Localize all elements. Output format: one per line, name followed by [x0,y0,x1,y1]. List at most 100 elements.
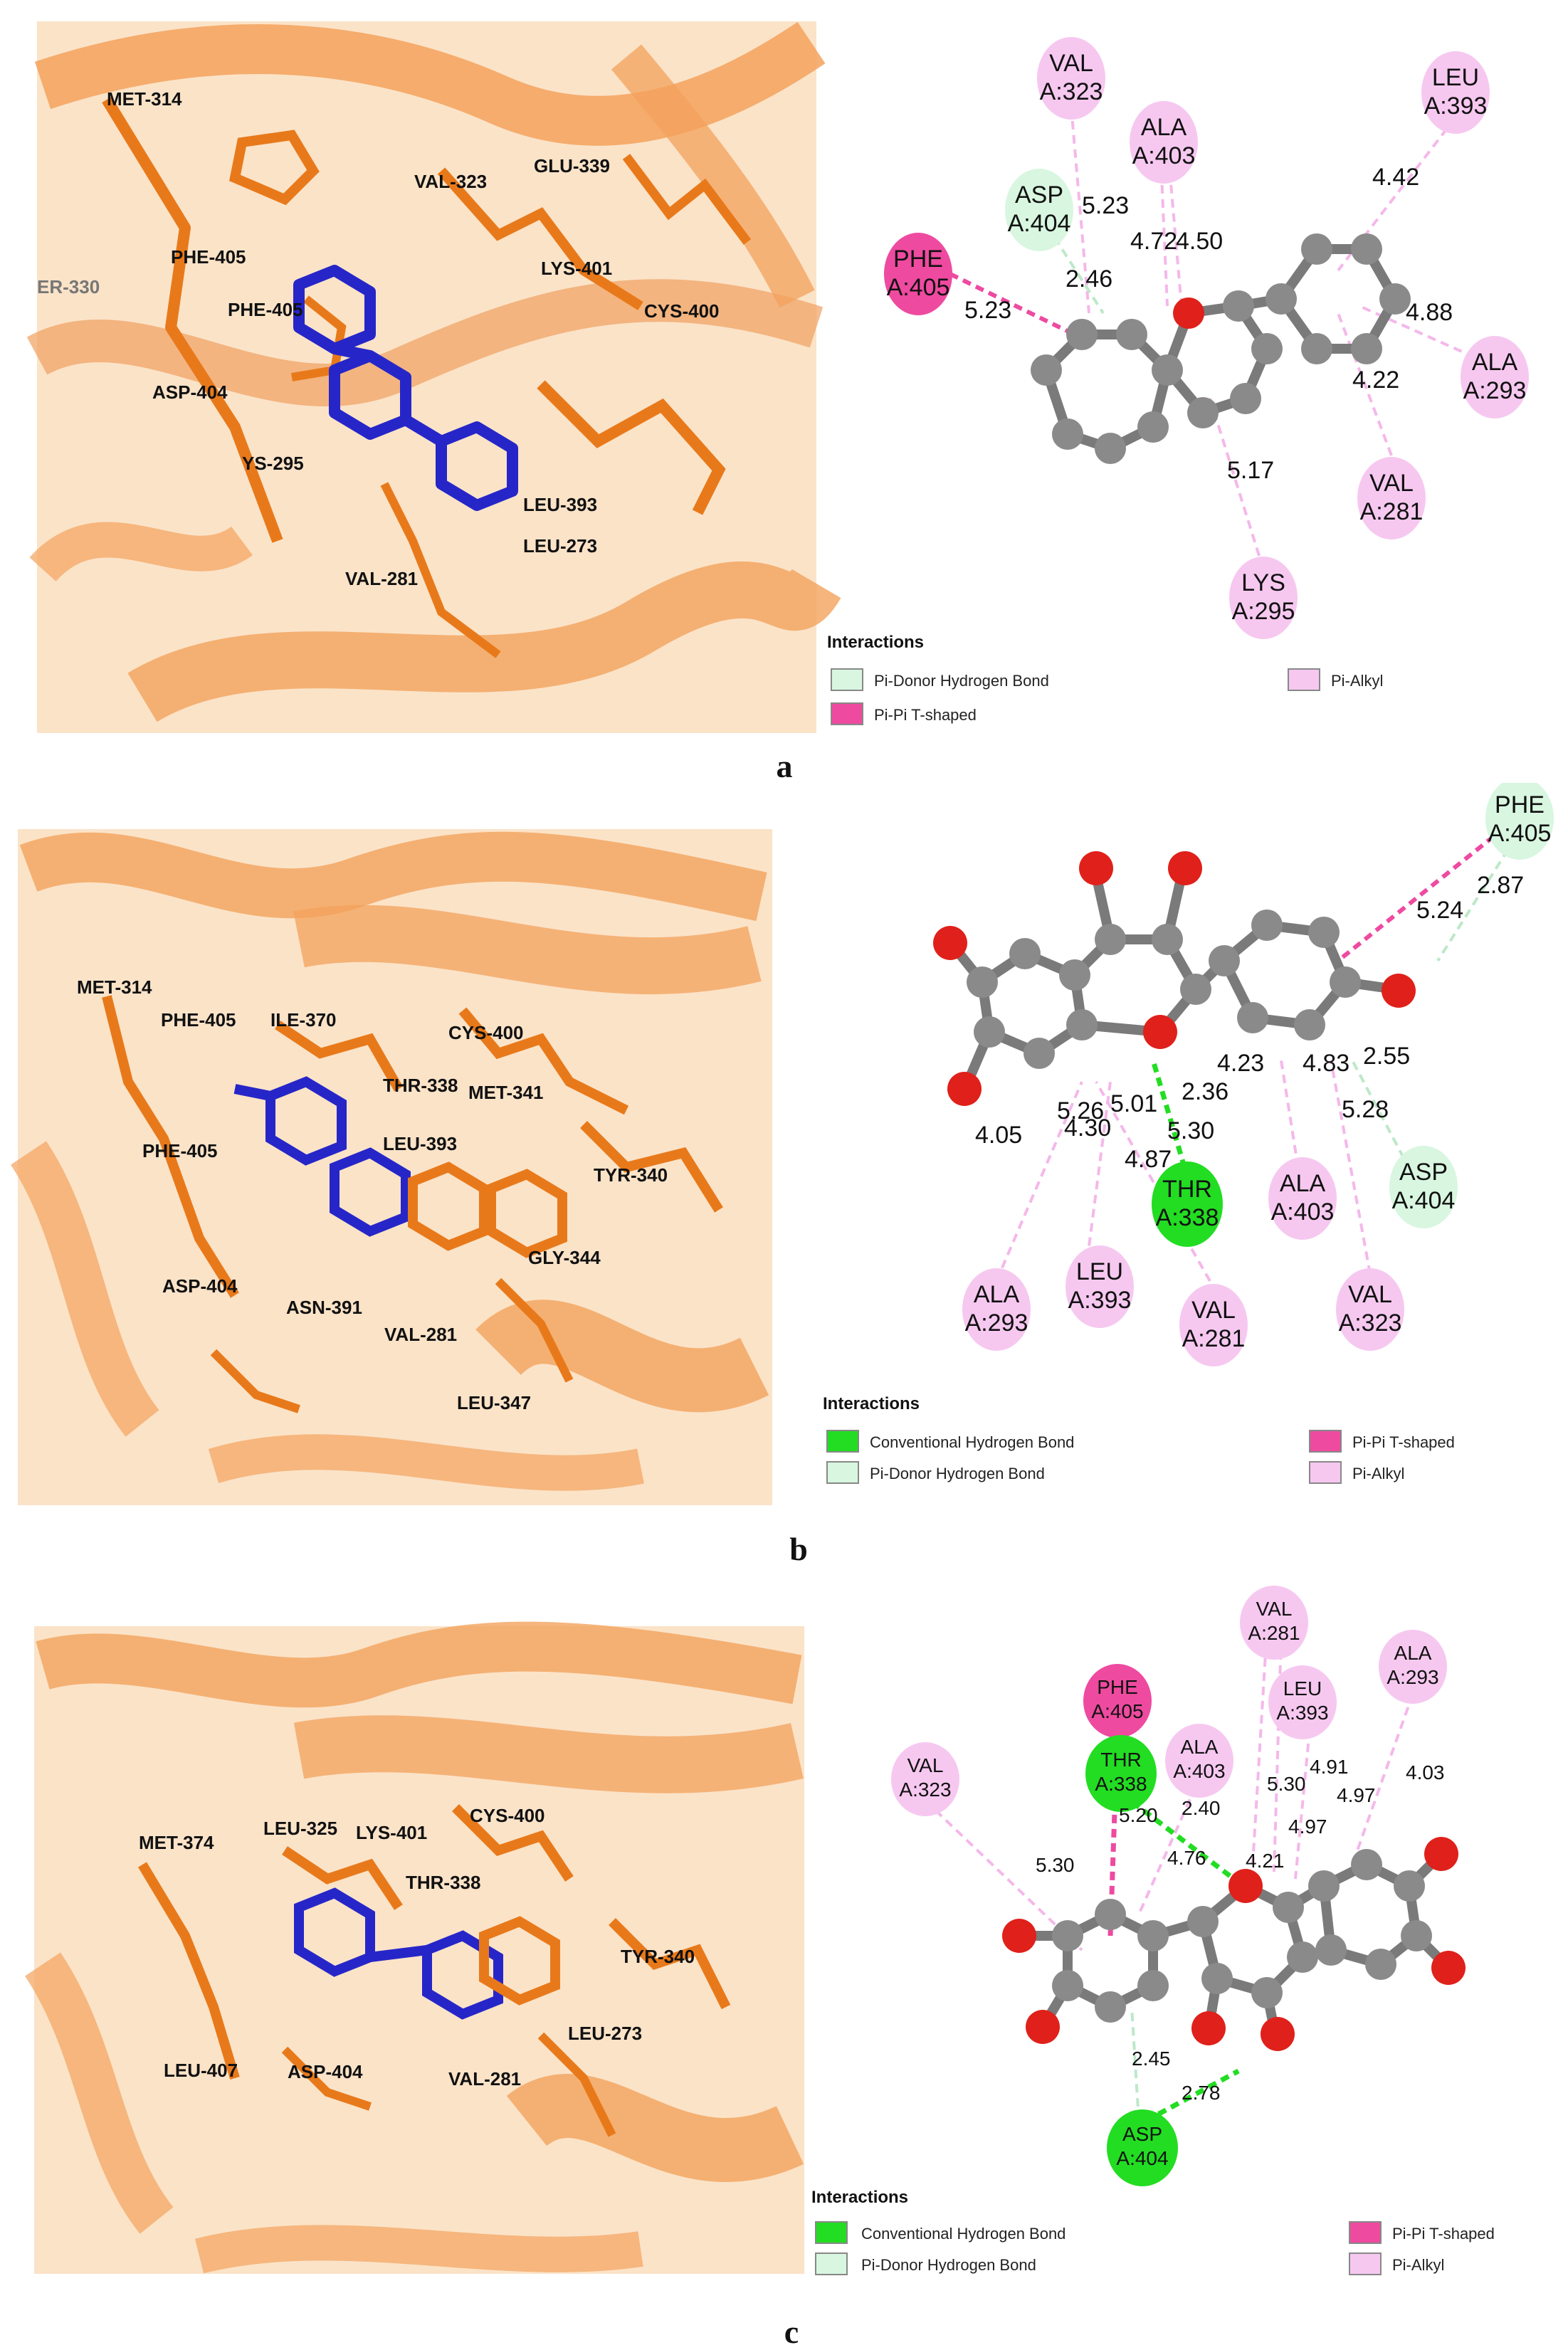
residue-label: MET-374 [139,1832,214,1853]
structure-3d-a: MET-314 PHE-405 PHE-405 ER-330 ASP-404 Y… [26,21,841,733]
svg-text:Pi-Pi T-shaped: Pi-Pi T-shaped [1392,2225,1495,2243]
distance-label: 4.97 [1337,1784,1376,1806]
residue-label: VAL-281 [345,568,418,589]
ligand-atoms-b [967,910,1361,1069]
svg-text:Pi-Donor Hydrogen Bond: Pi-Donor Hydrogen Bond [874,672,1049,690]
legend-c: Interactions Conventional Hydrogen Bond … [811,2188,1495,2275]
residue-label: MET-314 [107,88,182,110]
residue-label: LEU-407 [164,2060,238,2081]
svg-text:Interactions: Interactions [823,1394,920,1413]
svg-text:Interactions: Interactions [827,633,924,652]
panel-b: MET-314 PHE-405 ILE-370 CYS-400 THR-338 … [0,783,1568,1566]
svg-text:ASP: ASP [1015,181,1063,209]
ligand-atoms-a [1031,233,1411,464]
bubble-b-3: ALA A:403 [1268,1157,1337,1240]
legend-swatch [815,2221,848,2244]
legend-swatch [831,702,863,725]
residue-label: PHE-405 [228,299,303,320]
bubble-b-6: VAL A:281 [1179,1284,1248,1366]
legend-swatch [815,2252,848,2275]
svg-text:A:405: A:405 [887,274,950,301]
svg-text:LEU: LEU [1076,1258,1123,1285]
bubble-b-7: VAL A:323 [1336,1268,1404,1351]
distance-label: 4.83 [1303,1050,1349,1077]
distance-label: 5.30 [1167,1117,1214,1144]
residue-label: LYS-401 [541,258,612,279]
ligand-atoms-c [1052,1849,1432,2023]
residue-label: CYS-400 [470,1805,545,1826]
residue-label: LYS-401 [356,1822,427,1843]
svg-text:A:323: A:323 [1339,1310,1402,1337]
residue-label: TYR-340 [621,1946,695,1967]
svg-text:Pi-Alkyl: Pi-Alkyl [1392,2256,1444,2274]
legend-swatch [1309,1461,1342,1484]
svg-text:THR: THR [1162,1176,1212,1203]
svg-text:A:295: A:295 [1232,598,1295,625]
legend-swatch [1349,2221,1382,2244]
distance-label: 2.46 [1065,265,1112,293]
panel-b-svg: MET-314 PHE-405 ILE-370 CYS-400 THR-338 … [10,783,1554,1566]
residue-label: VAL-281 [448,2068,521,2090]
residue-label: THR-338 [406,1872,480,1893]
distance-label: 5.30 [1267,1773,1306,1795]
residue-label: LEU-347 [457,1392,531,1413]
distance-label: 5.23 [1082,192,1129,219]
ligand-3d-c [294,1887,503,2020]
svg-text:A:393: A:393 [1068,1287,1132,1314]
svg-text:A:393: A:393 [1424,93,1488,120]
distance-label: 4.22 [1352,367,1399,394]
svg-text:ALA: ALA [1394,1642,1432,1664]
ligand-3d-b [233,1076,411,1237]
panel-c-svg: MET-374 LEU-325 LYS-401 CYS-400 THR-338 … [24,1586,1495,2349]
svg-text:ALA: ALA [974,1281,1020,1308]
distance-label: 2.36 [1182,1078,1228,1105]
svg-text:VAL: VAL [1191,1297,1236,1324]
residue-label: YS-295 [242,453,304,474]
distance-label: 4.42 [1372,164,1419,191]
svg-text:ALA: ALA [1181,1736,1219,1758]
svg-text:A:281: A:281 [1248,1622,1300,1644]
distance-label: 5.20 [1119,1804,1158,1826]
distance-label: 5.01 [1110,1090,1157,1117]
svg-text:ALA: ALA [1141,114,1187,141]
distance-label: 2.87 [1477,872,1524,899]
bubble-c-1: VAL A:281 [1240,1586,1308,1660]
distance-label: 4.50 [1176,228,1223,255]
svg-text:ASP: ASP [1122,2123,1162,2145]
svg-text:A:323: A:323 [1040,78,1103,105]
svg-text:VAL: VAL [1256,1598,1293,1620]
svg-text:Pi-Donor Hydrogen Bond: Pi-Donor Hydrogen Bond [861,2256,1036,2274]
distance-label: 5.28 [1342,1096,1389,1123]
svg-text:A:404: A:404 [1392,1187,1456,1214]
residue-label: THR-338 [383,1075,458,1096]
residue-label: ER-330 [37,276,100,297]
residue-label: LEU-393 [523,494,597,515]
svg-text:ASP: ASP [1399,1159,1448,1186]
distance-label: 4.87 [1125,1146,1172,1173]
svg-text:LYS: LYS [1241,569,1285,596]
interaction-2d-b: PHE A:405 ASP A:404 THR A:338 ALA A:403 … [933,783,1554,1366]
bubble-c-4: VAL A:323 [891,1742,959,1816]
svg-text:THR: THR [1100,1749,1142,1771]
distance-label: 4.76 [1167,1847,1206,1869]
distance-label: 4.03 [1406,1761,1445,1783]
bubble-b-0: PHE A:405 [1485,783,1554,860]
svg-text:Pi-Alkyl: Pi-Alkyl [1331,672,1383,690]
residue-label: PHE-405 [161,1009,236,1031]
legend-swatch [831,668,863,691]
distance-label: 4.91 [1310,1756,1349,1778]
panel-label: a [777,748,793,783]
distance-label: 2.78 [1182,2082,1221,2104]
bubble-c-6: ALA A:403 [1165,1724,1233,1798]
bubble-c-7: ASP A:404 [1107,2109,1178,2186]
oxygen-atoms-b [933,851,1416,1106]
svg-text:A:293: A:293 [1463,377,1527,404]
distance-label: 5.24 [1416,897,1463,924]
residue-label: ASP-404 [152,381,228,403]
residue-label: VAL-281 [384,1324,457,1345]
svg-text:A:404: A:404 [1116,2147,1168,2169]
distance-label: 4.88 [1406,299,1453,326]
residue-label: ASN-391 [286,1297,362,1318]
panel-a-svg: MET-314 PHE-405 PHE-405 ER-330 ASP-404 Y… [26,21,1529,783]
residue-label: CYS-400 [448,1022,524,1043]
